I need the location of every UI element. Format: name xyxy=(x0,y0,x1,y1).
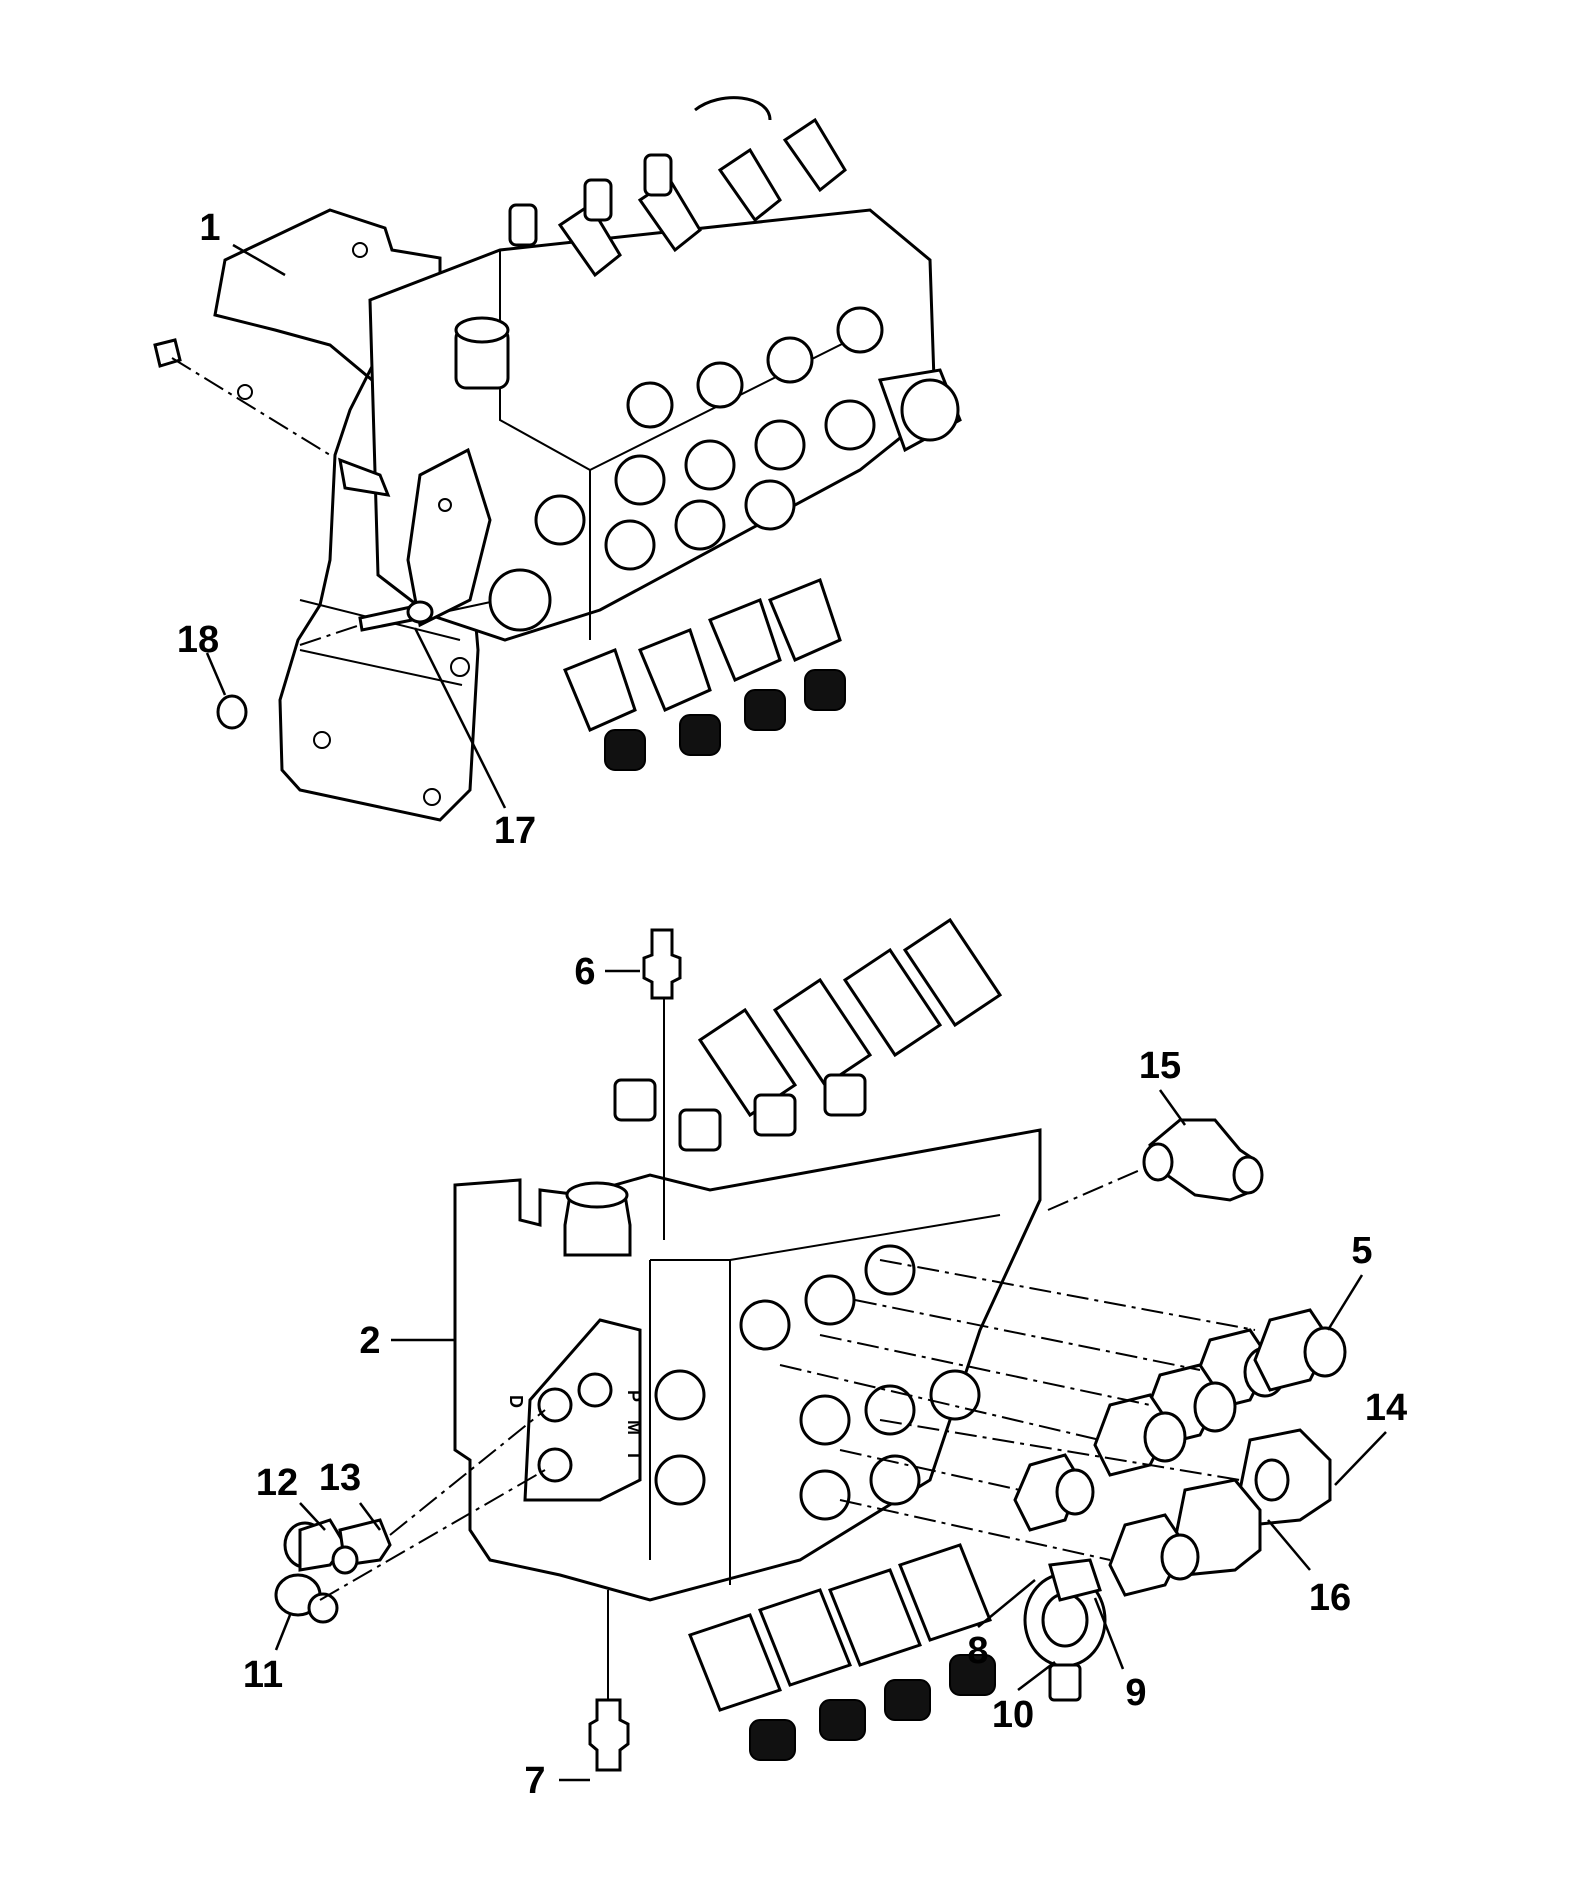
bottom-solenoids-upper xyxy=(613,917,1003,1152)
fitting-6 xyxy=(642,928,682,1000)
port-mark-d: D xyxy=(506,1395,526,1408)
callout-6: 6 xyxy=(574,951,595,993)
top-valve-assembly xyxy=(153,96,962,822)
callout-labels: 1 2 5 6 7 8 9 10 11 12 13 14 15 16 17 18 xyxy=(177,207,1407,1802)
fitting-7 xyxy=(588,1698,630,1772)
callout-12: 12 xyxy=(256,1462,298,1504)
callout-11: 11 xyxy=(243,1654,283,1696)
callout-2: 2 xyxy=(359,1320,380,1362)
fittings-14-16 xyxy=(1013,1428,1332,1597)
valve-body-bottom xyxy=(453,1128,1042,1602)
callout-1: 1 xyxy=(199,207,220,249)
top-solenoids-lower xyxy=(563,578,846,771)
fittings-11-12-13 xyxy=(274,1518,392,1624)
top-solenoids-upper xyxy=(508,96,847,278)
port-mark-t: T xyxy=(624,1450,644,1461)
callout-16: 16 xyxy=(1309,1577,1351,1619)
callout-18: 18 xyxy=(177,619,219,661)
callout-15: 15 xyxy=(1139,1045,1181,1087)
callout-5: 5 xyxy=(1351,1230,1372,1272)
top-front-fittings xyxy=(488,306,884,632)
port-mark-m: M xyxy=(624,1420,644,1435)
callout-10: 10 xyxy=(992,1694,1034,1736)
callout-14: 14 xyxy=(1365,1387,1407,1429)
bottom-valve-assembly: D P M T xyxy=(274,917,1347,1772)
nut-18 xyxy=(216,694,248,730)
callout-7: 7 xyxy=(524,1760,545,1802)
port-mark-p: P xyxy=(624,1390,644,1402)
callout-8: 8 xyxy=(967,1630,988,1672)
fittings-5 xyxy=(1093,1308,1347,1477)
callout-13: 13 xyxy=(319,1457,361,1499)
bottom-solenoids-lower xyxy=(688,1543,996,1761)
leader-lines xyxy=(205,243,1387,1782)
callout-9: 9 xyxy=(1125,1672,1146,1714)
bottom-front-ports xyxy=(654,1244,981,1521)
bolt-top xyxy=(153,338,182,368)
callout-17: 17 xyxy=(494,810,536,852)
